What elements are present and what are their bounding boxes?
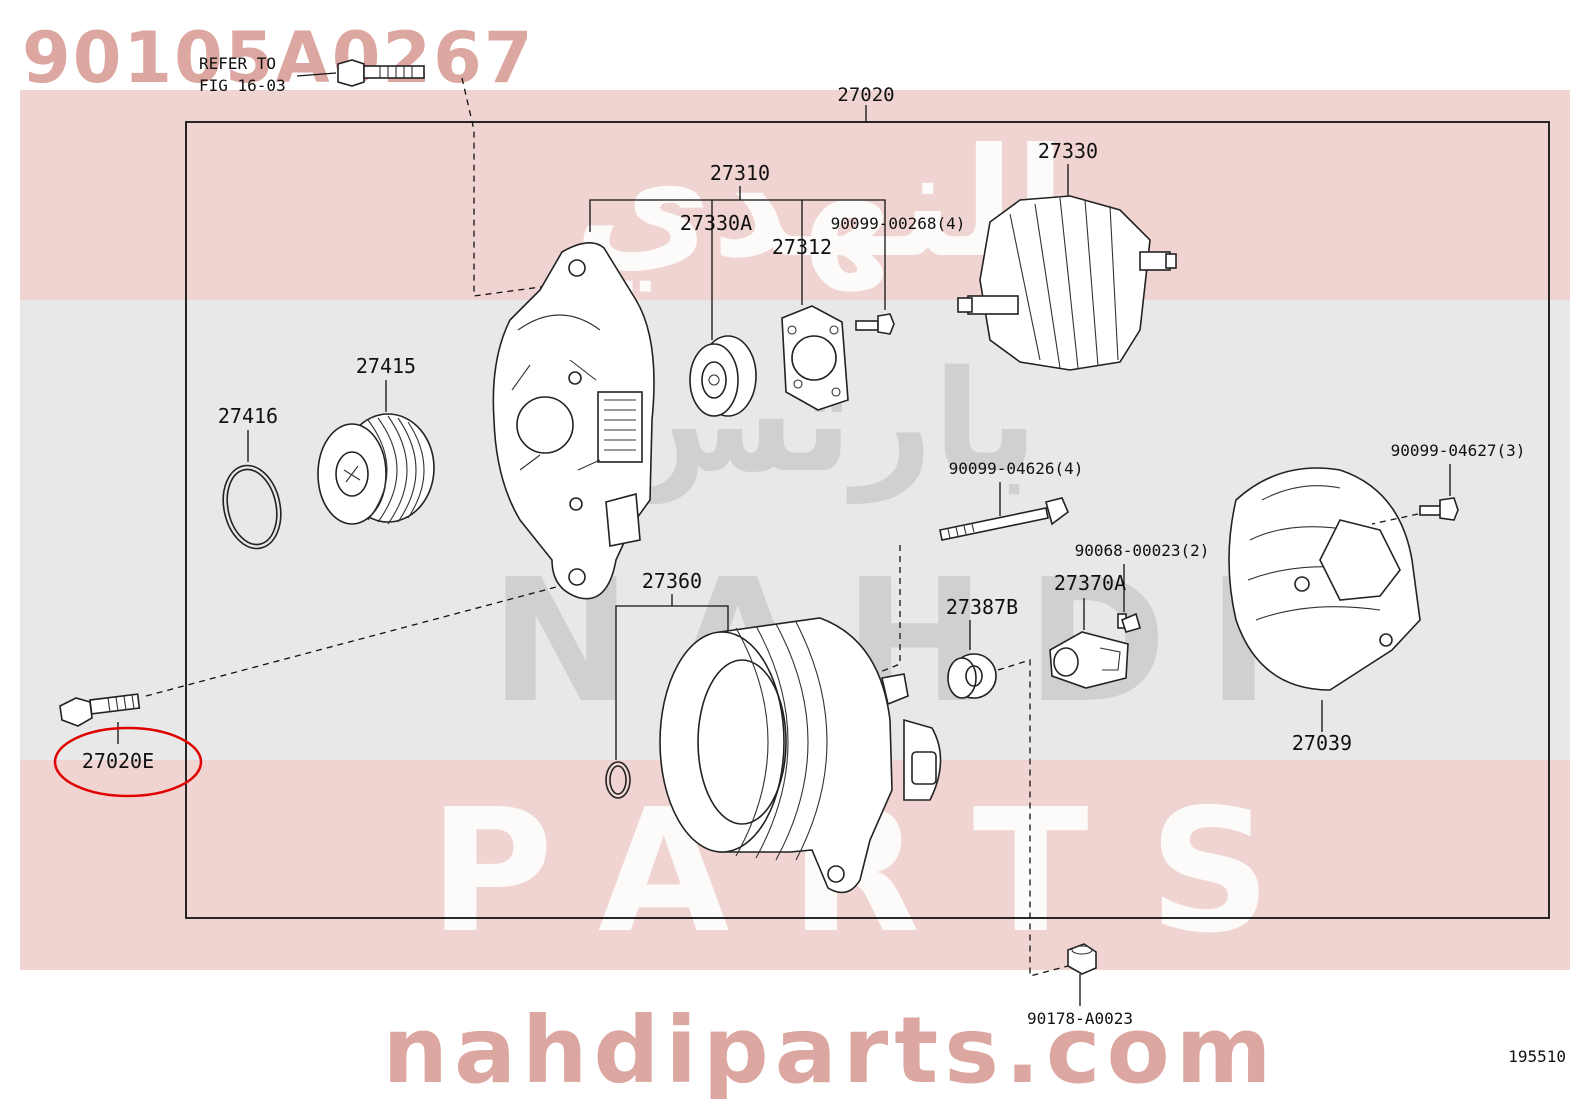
bushing-27387b [947,653,997,699]
leaders-27360 [615,594,729,760]
callout-90099-04626[interactable]: 90099-04626(4) [949,459,1084,478]
screw-90068-00023 [1117,612,1141,633]
callout-27310[interactable]: 27310 [710,161,770,185]
through-bolt-90099-04626 [939,497,1069,541]
dashed-27020e [145,585,561,697]
callout-27039[interactable]: 27039 [1292,731,1352,755]
callout-90099-04627[interactable]: 90099-04627(3) [1391,441,1526,460]
watermark-band-top [20,90,1570,300]
callout-27415[interactable]: 27415 [356,354,416,378]
assembly-frame [185,121,1550,919]
callout-27330[interactable]: 27330 [1038,139,1098,163]
terminal-27370a [1049,631,1129,689]
callout-27416[interactable]: 27416 [218,404,278,428]
nut-90099-04627 [1419,497,1459,521]
rear-housing [492,242,655,600]
part-number-title: 90105A0267 [22,17,535,99]
refer-bolt [337,59,425,87]
front-housing-27360 [659,617,942,894]
bolt-27020e [59,693,141,727]
dashed-90178 [997,659,1069,977]
refer-leader [296,72,337,77]
bearing-27330a [689,335,757,417]
snap-ring-27416 [222,464,282,550]
callout-27370A[interactable]: 27370A [1054,571,1126,595]
callout-27312[interactable]: 27312 [772,235,832,259]
callout-90068-00023[interactable]: 90068-00023(2) [1075,541,1210,560]
callout-27387B[interactable]: 27387B [946,595,1018,619]
screw-90099-00268 [855,313,895,335]
refer-note-line2[interactable]: FIG 16-03 [199,76,286,95]
callout-90178-A0023[interactable]: 90178-A0023 [1027,1009,1133,1028]
rotor-27330 [957,195,1177,371]
highlight-circle [53,726,203,798]
dashed-90099-04627 [1371,513,1419,525]
callout-90099-00268[interactable]: 90099-00268(4) [831,214,966,233]
pulley-27415 [317,413,435,525]
refer-dashed-path [461,77,549,297]
callout-27020[interactable]: 27020 [837,84,894,106]
callout-27360[interactable]: 27360 [642,569,702,593]
plate-27312 [781,305,849,411]
o-ring-27360 [605,761,631,799]
watermark-url: nahdiparts.com [382,997,1277,1099]
nut-90178-a0023 [1067,943,1097,975]
dashed-90099-04626 [879,545,901,673]
refer-note-line1: REFER TO [199,54,276,73]
figure-id: 195510 [1508,1047,1566,1066]
callout-27020E[interactable]: 27020E [82,749,154,773]
leaders-27310 [589,186,886,340]
callout-27330A[interactable]: 27330A [680,211,752,235]
